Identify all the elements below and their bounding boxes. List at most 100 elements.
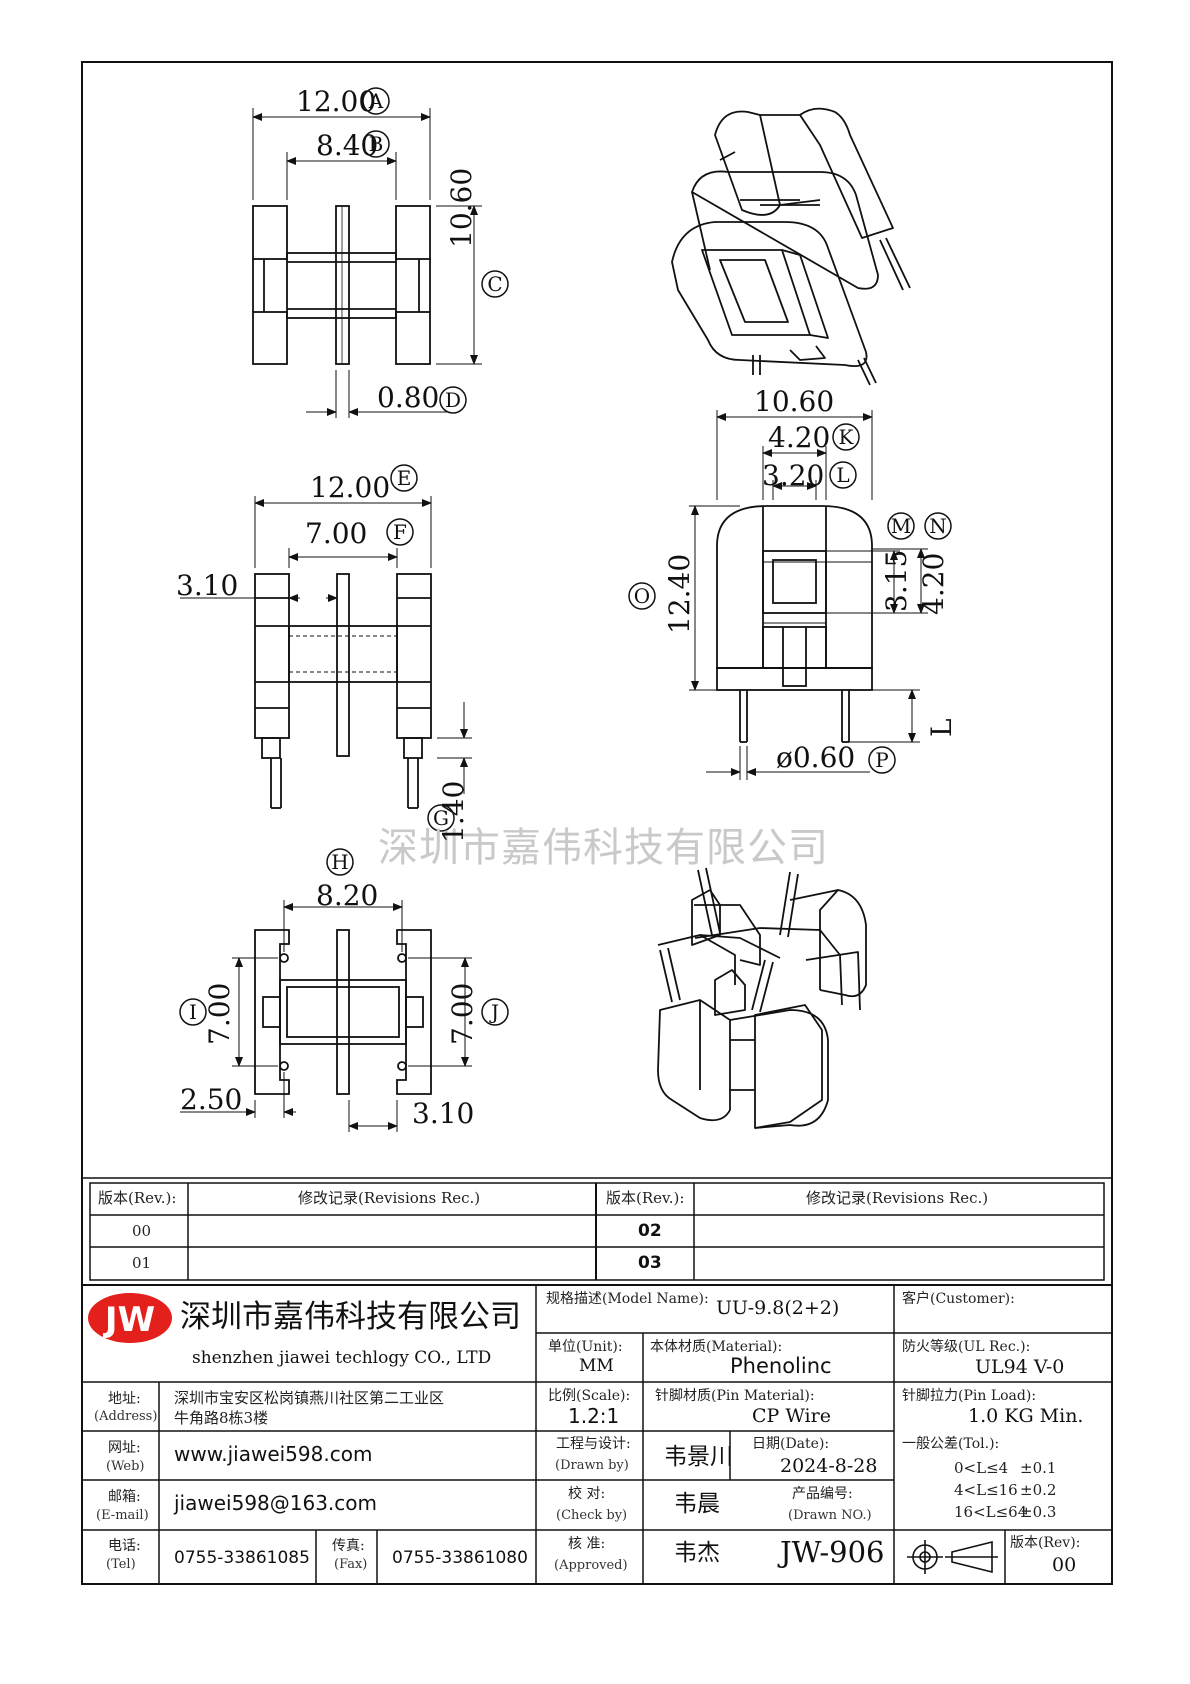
rev-value: 00 [1052,1554,1077,1576]
company-name-en: shenzhen jiawei techlogy CO., LTD [192,1348,492,1368]
email-label: 邮箱: [108,1489,141,1505]
rev-row-2-left: 01 [132,1254,152,1272]
scale-label: 比例(Scale): [548,1388,631,1404]
dim-letter-k: K [832,423,860,451]
company-name-cn: 深圳市嘉伟科技有限公司 [180,1299,521,1335]
model-value: UU-9.8(2+2) [716,1297,840,1319]
fax-label-en: (Fax) [334,1557,368,1572]
side-view [254,573,432,809]
rev-row-1-right: 02 [638,1221,662,1241]
dim-bottom-3-10: 3.10 [412,1097,475,1130]
unit-label: 单位(Unit): [548,1339,623,1355]
dim-letter-i: I [179,998,207,1026]
pin-load-label: 针脚拉力(Pin Load): [902,1388,1037,1404]
dim-letter-b: B [362,130,390,158]
dim-letter-n: N [924,512,952,540]
customer-label: 客户(Customer): [902,1291,1015,1307]
dim-letter-o: O [628,582,656,610]
svg-text:G: G [433,806,449,830]
dim-E: 12.00 [310,471,391,504]
iso-view-top [671,107,911,386]
svg-text:I: I [189,1000,197,1024]
svg-text:JW: JW [103,1300,155,1340]
dim-letter-f: F [386,518,414,546]
tolerance-label: 一般公差(Tol.): [902,1436,1000,1452]
dim-letter-g: G [427,804,455,832]
svg-text:E: E [397,466,412,490]
ul-value: UL94 V-0 [975,1356,1065,1378]
dim-letter-l: L [829,461,857,489]
address-line-1: 深圳市宝安区松岗镇燕川社区第二工业区 [174,1389,445,1407]
tel-label: 电话: [108,1538,141,1554]
approved-by: 韦杰 [674,1540,720,1566]
jw-logo-icon: JW [88,1293,172,1343]
dim-H: 8.20 [316,879,379,912]
rev-header-right: 版本(Rev.): [606,1189,685,1207]
drawn-no-label: 产品编号: [792,1486,853,1502]
tol-range-2: 4<L≤16 [954,1481,1018,1499]
svg-text:F: F [393,520,407,544]
web-label: 网址: [108,1440,141,1456]
projection-symbol-icon [907,1540,998,1574]
dim-L: 3.20 [762,459,825,492]
rec-header-right: 修改记录(Revisions Rec.) [806,1189,989,1207]
material-value: Phenolinc [730,1354,832,1378]
tol-value-2: ±0.2 [1020,1481,1057,1499]
dim-G: 1.40 [437,780,470,843]
approved-label: 核 准: [568,1536,606,1552]
pin-material-label: 针脚材质(Pin Material): [655,1388,815,1404]
date-label: 日期(Date): [752,1436,830,1452]
iso-view-bottom [657,867,867,1129]
date-value: 2024-8-28 [780,1455,878,1477]
dim-letter-c: C [481,270,509,298]
material-label: 本体材质(Material): [650,1339,783,1355]
fax-value: 0755-33861080 [392,1548,528,1568]
dim-top-10-60: 10.60 [754,385,835,418]
svg-text:K: K [839,425,855,449]
dim-J: 7.00 [446,982,479,1045]
check-label-en: (Check by) [556,1508,628,1523]
dim-bottom-2-50: 2.50 [180,1083,243,1116]
dim-letter-p: P [868,746,896,774]
tel-label-en: (Tel) [106,1557,136,1572]
scale-value: 1.2:1 [568,1404,620,1428]
front-view [252,205,431,365]
tol-range-1: 0<L≤4 [954,1459,1009,1477]
svg-text:M: M [891,514,911,538]
bottom-view [254,929,432,1095]
email-label-en: (E-mail) [96,1508,149,1523]
dim-letter-h: H [326,848,354,876]
dim-M: 3.15 [880,549,913,612]
svg-text:L: L [836,463,849,487]
drawn-no-value: JW-906 [780,1535,885,1569]
svg-text:C: C [487,272,502,296]
dim-O: 12.40 [663,553,696,634]
web-label-en: (Web) [106,1459,145,1474]
tel-value: 0755-33861085 [174,1548,310,1568]
revision-table [89,1182,1105,1281]
svg-text:A: A [368,89,384,113]
dim-A: 12.00 [296,85,377,118]
rec-header-left: 修改记录(Revisions Rec.) [298,1189,481,1207]
dim-letter-m: M [887,512,915,540]
check-label: 校 对: [568,1486,606,1502]
ul-label: 防火等级(UL Rec.): [902,1339,1031,1355]
dim-letter-e: E [390,464,418,492]
email-link[interactable]: jiawei598@163.com [174,1491,378,1515]
bottom-view-dims [180,900,472,1132]
dim-side-3-10: 3.10 [176,569,239,602]
dim-D: 0.80 [377,381,440,414]
dim-B: 8.40 [316,129,379,162]
watermark: 深圳市嘉伟科技有限公司 [378,825,829,871]
drawn-label-en: (Drawn by) [555,1458,629,1473]
side-view-dims [180,496,472,794]
web-link[interactable]: www.jiawei598.com [174,1442,373,1466]
svg-text:P: P [875,748,888,772]
sheet-border [81,61,1113,1585]
fax-label: 传真: [332,1538,365,1554]
unit-value: MM [579,1356,614,1376]
dim-letter-a: A [362,87,390,115]
